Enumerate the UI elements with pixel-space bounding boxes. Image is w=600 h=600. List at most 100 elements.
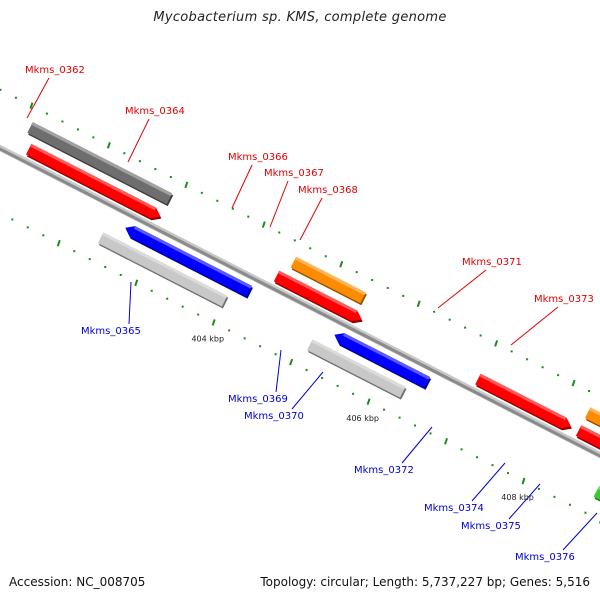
gene-feature[interactable] bbox=[26, 143, 162, 221]
minor-tick bbox=[154, 168, 157, 171]
minor-tick bbox=[386, 286, 389, 289]
minor-tick bbox=[76, 128, 79, 131]
gene-mkms-0369[interactable] bbox=[593, 486, 600, 519]
gene-body bbox=[307, 339, 406, 398]
minor-tick bbox=[228, 329, 231, 332]
gene-label[interactable]: Mkms_0366 bbox=[228, 152, 288, 163]
label-leader-line bbox=[128, 281, 132, 325]
gene-feature[interactable] bbox=[334, 333, 432, 390]
minor-tick bbox=[506, 472, 509, 475]
major-tick bbox=[521, 477, 526, 485]
minor-tick bbox=[402, 294, 405, 297]
gene-label[interactable]: Mkms_0376 bbox=[515, 552, 575, 563]
minor-tick bbox=[119, 273, 122, 276]
minor-tick bbox=[557, 374, 560, 377]
gene-highlight bbox=[133, 226, 252, 289]
minor-tick bbox=[305, 369, 308, 372]
gene-label[interactable]: Mkms_0370 bbox=[244, 411, 304, 422]
gene-label[interactable]: Mkms_0373 bbox=[534, 294, 594, 305]
minor-tick bbox=[460, 448, 463, 451]
gene-body bbox=[575, 425, 600, 449]
gene-label[interactable]: Mkms_0372 bbox=[354, 465, 414, 476]
minor-tick bbox=[247, 215, 250, 218]
gene-highlight bbox=[102, 232, 228, 299]
gene-highlight bbox=[479, 373, 567, 421]
gene-label[interactable]: Mkms_0369 bbox=[228, 394, 288, 405]
major-tick bbox=[444, 438, 448, 445]
backbone-line bbox=[0, 147, 600, 458]
gene-feature[interactable] bbox=[273, 270, 363, 324]
major-tick bbox=[106, 141, 111, 149]
major-tick bbox=[366, 398, 371, 406]
label-leader-line bbox=[508, 483, 541, 520]
gene-feature[interactable] bbox=[125, 226, 253, 299]
gene-mkms-0364[interactable] bbox=[290, 256, 367, 306]
gene-highlight bbox=[277, 270, 358, 314]
label-leader-line bbox=[437, 269, 487, 309]
minor-tick bbox=[216, 199, 219, 202]
gene-label[interactable]: Mkms_0375 bbox=[461, 521, 521, 532]
minor-tick bbox=[464, 326, 467, 329]
label-leader-line bbox=[562, 512, 598, 551]
minor-tick bbox=[138, 160, 141, 163]
label-leader-line bbox=[127, 118, 150, 163]
gene-highlight bbox=[294, 256, 366, 296]
minor-tick bbox=[371, 279, 374, 282]
minor-tick bbox=[169, 176, 172, 179]
gene-label[interactable]: Mkms_0367 bbox=[264, 168, 324, 179]
minor-tick bbox=[14, 96, 17, 99]
label-leader-line bbox=[26, 77, 50, 119]
genome-backbone bbox=[0, 144, 600, 459]
gene-body bbox=[125, 226, 252, 297]
gene-feature[interactable] bbox=[98, 232, 229, 309]
label-leader-line bbox=[510, 306, 559, 346]
minor-tick bbox=[243, 337, 246, 340]
scale-label: 406 kbp bbox=[346, 414, 379, 423]
minor-tick bbox=[414, 424, 417, 427]
gene-mkms-0365[interactable] bbox=[307, 339, 407, 400]
major-tick bbox=[289, 358, 294, 366]
gene-mkms-0362[interactable] bbox=[27, 122, 174, 207]
gene-feature[interactable] bbox=[575, 425, 600, 458]
gene-mkms-0367[interactable] bbox=[585, 407, 600, 444]
major-tick bbox=[416, 300, 421, 308]
gene-body bbox=[26, 143, 161, 219]
minor-tick bbox=[274, 353, 277, 356]
label-leader-line bbox=[291, 371, 324, 410]
major-tick bbox=[134, 279, 139, 287]
major-tick bbox=[29, 102, 34, 109]
major-tick bbox=[339, 260, 344, 268]
label-leader-line bbox=[471, 462, 506, 502]
minor-tick bbox=[166, 297, 169, 300]
gene-label[interactable]: Mkms_0362 bbox=[25, 65, 85, 76]
gene-label[interactable]: Mkms_0364 bbox=[125, 106, 185, 117]
minor-tick bbox=[429, 432, 432, 435]
major-tick bbox=[56, 239, 61, 247]
minor-tick bbox=[433, 310, 436, 313]
minor-tick bbox=[150, 289, 153, 292]
gene-label[interactable]: Mkms_0371 bbox=[462, 257, 522, 268]
minor-tick bbox=[88, 258, 91, 261]
minor-tick bbox=[197, 313, 200, 316]
gene-body bbox=[334, 333, 431, 388]
gene-label[interactable]: Mkms_0365 bbox=[81, 326, 141, 337]
major-tick bbox=[571, 379, 576, 387]
gene-highlight bbox=[580, 425, 600, 439]
minor-tick bbox=[321, 376, 324, 379]
gene-mkms-0366[interactable] bbox=[475, 373, 572, 431]
minor-tick bbox=[26, 226, 29, 229]
minor-tick bbox=[491, 464, 494, 467]
minor-tick bbox=[398, 416, 401, 419]
label-leader-line bbox=[231, 164, 253, 209]
gene-body bbox=[475, 373, 571, 429]
minor-tick bbox=[11, 218, 14, 221]
minor-tick bbox=[510, 350, 513, 353]
gene-label[interactable]: Mkms_0374 bbox=[424, 503, 484, 514]
minor-tick bbox=[200, 191, 203, 194]
gene-label[interactable]: Mkms_0368 bbox=[298, 185, 358, 196]
minor-tick bbox=[526, 358, 529, 361]
minor-tick bbox=[61, 120, 64, 123]
